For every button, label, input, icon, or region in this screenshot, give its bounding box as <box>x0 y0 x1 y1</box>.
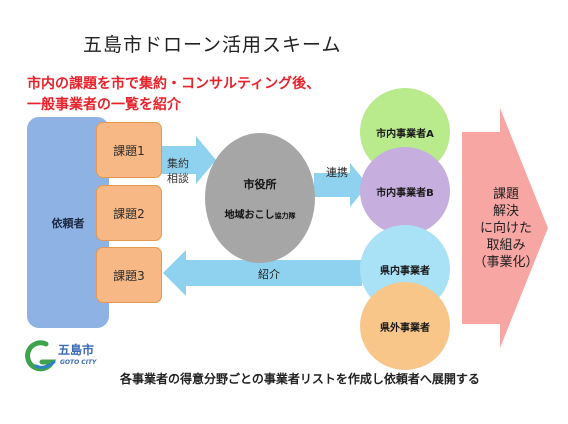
logo-name: 五島市 <box>58 343 95 357</box>
subtitle-line-1: 市内の課題を市で集約・コンサルティング後、 <box>27 76 321 92</box>
result-arrow <box>462 108 548 348</box>
requester-label: 依頼者 <box>51 216 85 230</box>
subtitle-line-2: 一般事業者の一覧を紹介 <box>27 97 181 113</box>
link-label: 連携 <box>326 166 348 179</box>
city-hall-label: 市役所 <box>243 177 277 191</box>
consult-label: 集約 相談 <box>167 156 189 186</box>
page-title: 五島市ドローン活用スキーム <box>83 34 342 56</box>
link-arrow <box>314 163 368 207</box>
result-label: 課題 解決 に向けた 取組み （事業化） <box>467 186 545 271</box>
introduce-label: 紹介 <box>258 268 280 281</box>
task-box-1: 課題1 <box>96 122 162 178</box>
consult-label-line-2: 相談 <box>167 172 189 185</box>
logo-english: GOTO CITY <box>60 359 97 366</box>
requester-box: 依頼者 <box>27 117 109 328</box>
task-box-3: 課題3 <box>96 247 162 303</box>
city-hall-circle: 市役所 地域おこし協力隊 <box>205 133 315 263</box>
consult-arrow <box>160 136 216 184</box>
result-line-2: 解決 <box>492 204 519 219</box>
goto-city-logo-icon <box>25 340 57 372</box>
regional-team-label: 地域おこし協力隊 <box>225 206 296 221</box>
business-circle-outside: 県外事業者 <box>360 282 450 370</box>
result-line-4: 取組み <box>486 238 526 253</box>
result-line-3: に向けた <box>479 221 532 236</box>
regional-team-small: 協力隊 <box>274 211 296 220</box>
task-box-2: 課題2 <box>96 185 162 241</box>
consult-label-line-1: 集約 <box>167 157 189 170</box>
footer-note: 各事業者の得意分野ごとの事業者リストを作成し依頼者へ展開する <box>120 372 480 386</box>
business-circle-b: 市内事業者B <box>360 147 450 235</box>
introduce-arrow <box>163 250 362 296</box>
result-line-1: 課題 <box>492 187 519 202</box>
regional-team-main: 地域おこし <box>224 209 275 221</box>
result-line-5: （事業化） <box>473 255 539 270</box>
